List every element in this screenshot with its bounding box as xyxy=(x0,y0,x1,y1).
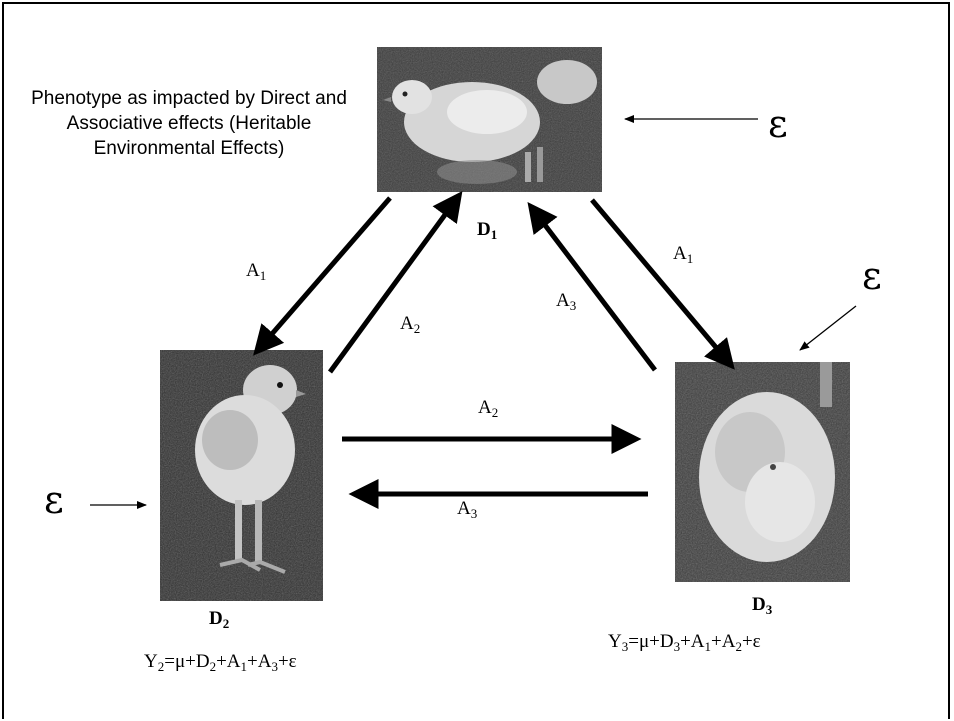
arrow-label-a1-right: A1 xyxy=(673,243,694,266)
epsilon-d3: ε xyxy=(862,254,882,298)
arrow-d2-to-d1 xyxy=(327,190,463,374)
equation-y2: Y2=μ+D2+A1+A3+ε xyxy=(144,651,297,674)
chick-photo-d2 xyxy=(160,350,323,601)
epsilon-d1: ε xyxy=(768,102,788,146)
chick-photo-d1 xyxy=(377,47,602,192)
arrow-label-a2-horizontal: A2 xyxy=(478,397,499,420)
epsilon-d2: ε xyxy=(44,478,64,522)
equation-y3: Y3=μ+D3+A1+A2+ε xyxy=(608,631,761,654)
phenotype-caption: Phenotype as impacted by Direct and Asso… xyxy=(31,88,347,159)
epsilon-arrow-d3 xyxy=(799,305,857,351)
node-label-d3: D3 xyxy=(752,594,773,617)
node-label-d1: D1 xyxy=(477,219,498,242)
arrow-d1-to-d3 xyxy=(590,198,735,370)
node-label-d2: D2 xyxy=(209,608,230,631)
arrow-label-a1-left: A1 xyxy=(246,260,267,283)
arrow-label-a2-up: A2 xyxy=(400,313,421,336)
arrow-label-a3-up: A3 xyxy=(556,290,577,313)
arrow-label-a3-horizontal: A3 xyxy=(457,498,478,521)
chick-photo-d3 xyxy=(675,362,850,582)
arrow-d3-to-d1 xyxy=(527,202,657,372)
arrow-d1-to-d2 xyxy=(253,196,392,356)
